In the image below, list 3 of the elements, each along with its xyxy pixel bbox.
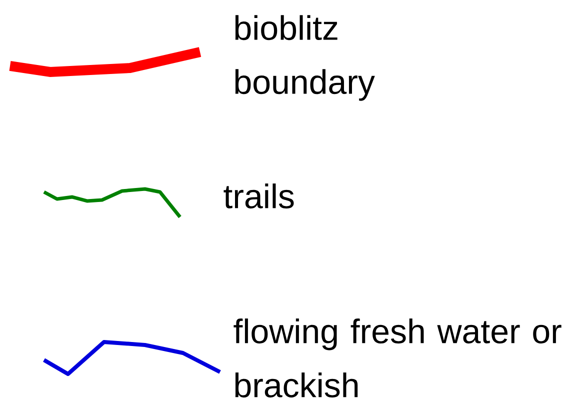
legend-label: flowing fresh water or brackish (234, 318, 562, 398)
legend-label: trails (224, 184, 294, 208)
legend-label: bioblitz boundary (235, 15, 375, 101)
